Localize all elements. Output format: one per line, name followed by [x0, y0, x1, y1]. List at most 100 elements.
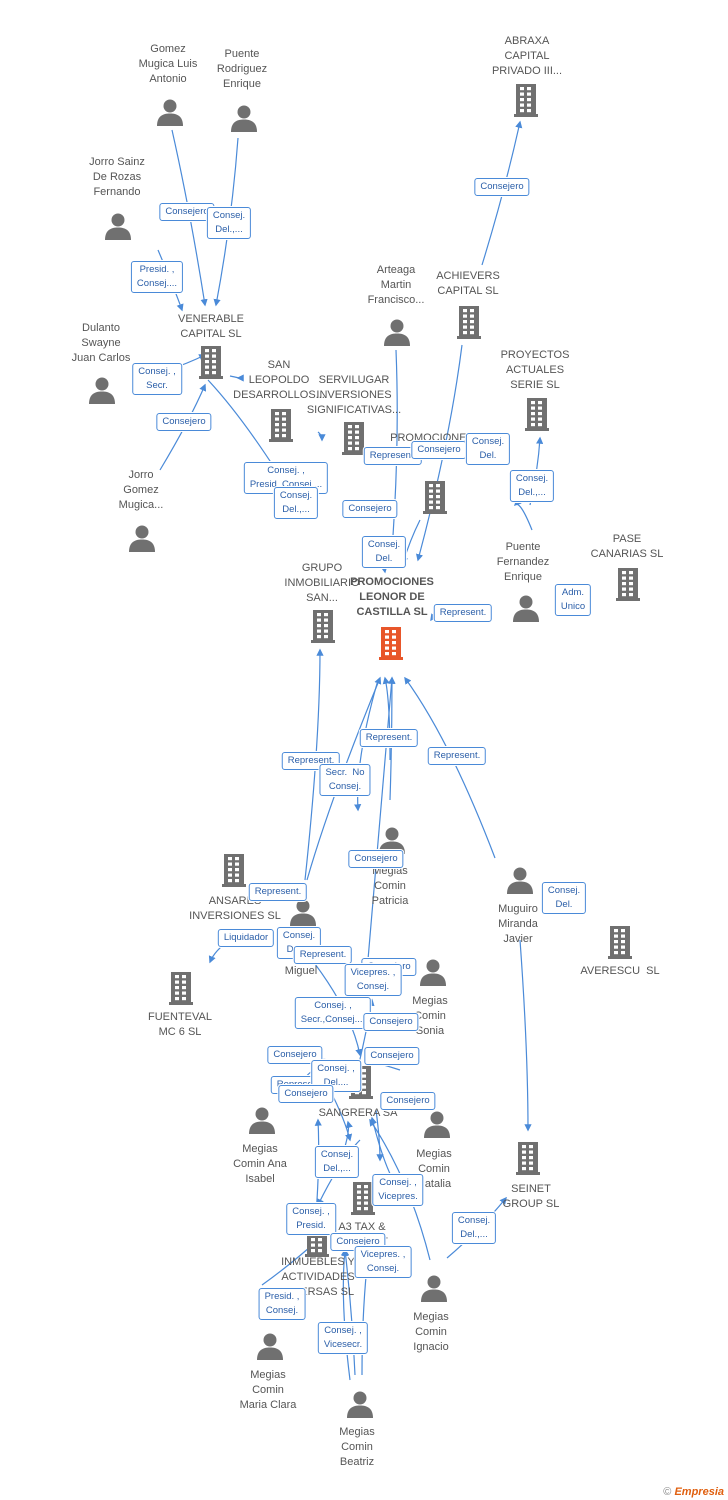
role-tag[interactable]: Consej. Del.,...	[451, 1212, 497, 1244]
role-tag[interactable]: Consej. Del.,...	[314, 1146, 360, 1178]
person-icon[interactable]	[229, 103, 259, 138]
edge-7	[229, 374, 244, 382]
role-tag[interactable]: Consejero	[380, 1092, 436, 1110]
building-icon[interactable]	[515, 1141, 543, 1180]
node-label[interactable]: Megias Comin Ana Isabel	[233, 1143, 287, 1185]
node-label[interactable]: Megias Comin Maria Clara	[239, 1369, 297, 1411]
role-tag[interactable]: Represent.	[433, 604, 493, 622]
building-icon[interactable]	[168, 971, 196, 1010]
node-label[interactable]: Megias Comin Sonia	[412, 995, 448, 1037]
role-tag[interactable]: Consejero	[342, 500, 398, 518]
node-label[interactable]: Dulanto Swayne Juan Carlos	[71, 322, 131, 364]
node-label[interactable]: Jorro Gomez Mugica...	[118, 469, 164, 511]
node-label[interactable]: ACHIEVERS CAPITAL SL	[436, 270, 500, 297]
node-label[interactable]: AVERESCU SL	[580, 965, 660, 977]
building-icon[interactable]	[350, 1181, 378, 1220]
person-icon[interactable]	[87, 375, 117, 410]
node-label[interactable]: ABRAXA CAPITAL PRIVADO III...	[491, 35, 563, 77]
building-icon[interactable]	[268, 408, 296, 447]
role-tag[interactable]: Consejero	[348, 850, 404, 868]
role-tag[interactable]: Consej. Del.,...	[206, 207, 252, 239]
role-tag[interactable]: Secr. No Consej.	[319, 764, 371, 796]
node-label[interactable]: VENERABLE CAPITAL SL	[177, 313, 245, 340]
node-label[interactable]: SAN LEOPOLDO DESARROLLOS...	[233, 359, 325, 401]
node-label[interactable]: Jorro Sainz De Rozas Fernando	[89, 156, 145, 198]
node-label[interactable]: Megias Comin Ignacio	[413, 1311, 449, 1353]
person-icon[interactable]	[511, 593, 541, 628]
node-label[interactable]: SERVILUGAR INVERSIONES SIGNIFICATIVAS...	[306, 374, 402, 416]
node-label[interactable]: Gomez Mugica Luis Antonio	[138, 43, 198, 85]
role-tag[interactable]: Consejero	[156, 413, 212, 431]
role-tag[interactable]: Vicepres. , Consej.	[344, 964, 402, 996]
role-tag[interactable]: Consej. , Vicesecr.	[317, 1322, 369, 1354]
role-tag[interactable]: Consej. Del.	[361, 536, 407, 568]
person-icon[interactable]	[382, 317, 412, 352]
role-tag[interactable]: Represent.	[359, 729, 419, 747]
role-tag[interactable]: Consejero	[267, 1046, 323, 1064]
building-icon[interactable]	[378, 626, 406, 665]
node-label[interactable]: SANGRERA SA	[318, 1107, 398, 1119]
node-label[interactable]: PROMOCIONES LEONOR DE CASTILLA SL	[350, 576, 434, 618]
role-tag[interactable]: Consej. , Secr.	[132, 363, 182, 395]
building-icon[interactable]	[310, 609, 338, 648]
node-label[interactable]: FUENTEVAL MC 6 SL	[148, 1011, 212, 1038]
role-tag[interactable]: Consej. Del.,...	[273, 487, 319, 519]
node-label[interactable]: Arteaga Martin Francisco...	[367, 264, 425, 306]
person-icon[interactable]	[422, 1109, 452, 1144]
building-icon[interactable]	[198, 345, 226, 384]
role-tag[interactable]: Consej. Del.	[541, 882, 587, 914]
role-tag[interactable]: Consejero	[364, 1047, 420, 1065]
building-icon[interactable]	[615, 567, 643, 606]
person-icon[interactable]	[288, 897, 318, 932]
role-tag[interactable]: Represent.	[293, 946, 353, 964]
node-label[interactable]: INMUEBLES Y ACTIVIDADES DIVERSAS SL	[281, 1256, 355, 1298]
building-icon[interactable]	[607, 925, 635, 964]
role-tag[interactable]: Represent.	[427, 747, 487, 765]
role-tag[interactable]: Represent.	[248, 883, 308, 901]
role-tag[interactable]: Consejero	[474, 178, 530, 196]
person-icon[interactable]	[505, 865, 535, 900]
node-label[interactable]: Megias Comin Beatriz	[339, 1426, 375, 1468]
node-label[interactable]: GRUPO INMOBILIARIO SAN...	[284, 562, 360, 604]
person-icon[interactable]	[418, 957, 448, 992]
person-icon[interactable]	[155, 97, 185, 132]
building-icon[interactable]	[524, 397, 552, 436]
role-tag[interactable]: Consejero	[411, 441, 467, 459]
person-icon[interactable]	[127, 523, 157, 558]
role-tag[interactable]: Consej. Del.	[465, 433, 511, 465]
node-label[interactable]: Megias Comin Natalia	[416, 1148, 452, 1190]
edge-20	[404, 676, 496, 859]
building-icon[interactable]	[513, 83, 541, 122]
role-tag[interactable]: Vicepres. , Consej.	[354, 1246, 412, 1278]
copyright-symbol: ©	[663, 1486, 672, 1498]
node-label[interactable]: Puente Rodriguez Enrique	[216, 48, 268, 90]
node-label[interactable]: SEINET GROUP SL	[502, 1183, 560, 1210]
person-icon[interactable]	[103, 211, 133, 246]
node-label[interactable]: Muguiro Miranda Javier	[498, 903, 538, 945]
node-label[interactable]: PASE CANARIAS SL	[590, 533, 664, 560]
role-tag[interactable]: Consej. , Secr.,Consej....	[294, 997, 372, 1029]
node-label[interactable]: Miguel	[284, 965, 318, 977]
person-icon[interactable]	[345, 1389, 375, 1424]
building-icon[interactable]	[456, 305, 484, 344]
node-label[interactable]: ANSARES INVERSIONES SL	[189, 895, 281, 922]
node-label[interactable]: PROYECTOS ACTUALES SERIE SL	[500, 349, 570, 391]
person-icon[interactable]	[419, 1273, 449, 1308]
person-icon[interactable]	[247, 1105, 277, 1140]
role-tag[interactable]: Presid. , Consej.	[258, 1288, 306, 1320]
role-tag[interactable]: Adm. Unico	[554, 584, 592, 616]
node-label[interactable]: Megias Comin Patricia	[371, 865, 409, 907]
role-tag[interactable]: Consejero	[363, 1013, 419, 1031]
role-tag[interactable]: Consej. , Presid.	[286, 1203, 336, 1235]
building-icon[interactable]	[221, 853, 249, 892]
building-icon[interactable]	[341, 421, 369, 460]
role-tag[interactable]: Consej. , Del....	[311, 1060, 361, 1092]
role-tag[interactable]: Consej. , Vicepres.	[372, 1174, 424, 1206]
node-label[interactable]: Puente Fernandez Enrique	[496, 541, 550, 583]
role-tag[interactable]: Presid. , Consej....	[130, 261, 184, 293]
role-tag[interactable]: Consejero	[278, 1085, 334, 1103]
role-tag[interactable]: Liquidador	[217, 929, 275, 947]
role-tag[interactable]: Consej. Del.,...	[509, 470, 555, 502]
person-icon[interactable]	[255, 1331, 285, 1366]
building-icon[interactable]	[422, 480, 450, 519]
